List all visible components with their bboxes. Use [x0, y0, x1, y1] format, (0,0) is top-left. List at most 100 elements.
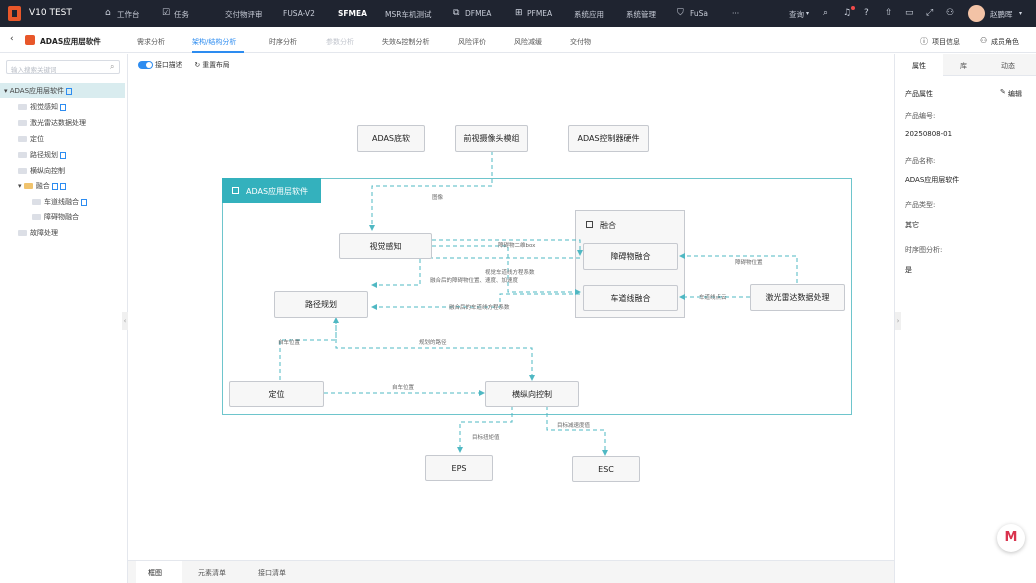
collapse-right-handle[interactable]: ›	[895, 312, 901, 330]
assistant-icon[interactable]: M	[997, 524, 1025, 552]
nav-msr[interactable]: MSR车机测试	[385, 10, 432, 19]
product-logo-icon	[25, 35, 35, 45]
active-right-tab-bg	[895, 54, 943, 76]
node-lane-fusion[interactable]: 车道线融合	[583, 285, 678, 311]
edit-icon[interactable]: ✎	[1000, 88, 1006, 96]
edge-steer	[457, 406, 513, 453]
tree-item-lane-fusion[interactable]: 车道线融合	[0, 194, 125, 209]
tab-architecture[interactable]: 架构/结构分析	[192, 38, 237, 46]
nav-workbench[interactable]: 工作台	[117, 10, 140, 19]
app-logo-icon[interactable]	[8, 6, 21, 21]
nav-system-app[interactable]: 系统应用	[574, 10, 604, 19]
search-icon[interactable]: ⌕	[110, 62, 115, 71]
component-tag-icon	[18, 104, 27, 110]
tab-deliverables[interactable]: 交付物	[570, 38, 591, 46]
node-localization[interactable]: 定位	[229, 381, 324, 407]
tree-item-adas[interactable]: ▾ ADAS应用层软件	[0, 83, 125, 98]
node-eps[interactable]: EPS	[425, 455, 493, 481]
tab-block-diagram[interactable]: 框图	[148, 569, 162, 577]
tree-item-obstacle-fusion[interactable]: 障碍物融合	[0, 209, 125, 224]
tab-properties[interactable]: 属性	[912, 62, 926, 70]
group-header[interactable]: ADAS应用层软件	[222, 178, 321, 203]
tree-item-vision[interactable]: 视觉感知	[0, 99, 125, 114]
nav-dfmea[interactable]: DFMEA	[465, 9, 492, 18]
tab-requirements[interactable]: 需求分析	[137, 38, 165, 46]
tree-item-fault[interactable]: 故障处理	[0, 225, 125, 240]
nav-pfmea[interactable]: PFMEA	[527, 9, 553, 18]
section-title: 产品属性	[905, 90, 933, 98]
component-tag-icon	[32, 214, 41, 220]
collapse-left-handle[interactable]: ‹	[122, 312, 128, 330]
group-adas[interactable]	[222, 178, 852, 415]
nav-sfmea[interactable]: SFMEA	[338, 9, 367, 18]
collapse-icon[interactable]: ▾	[18, 182, 24, 190]
edge-obs-fused	[371, 257, 580, 288]
tab-risk-eval[interactable]: 风险评价	[458, 38, 486, 46]
file-icon	[60, 151, 66, 159]
edge-lane-coef	[432, 245, 581, 295]
project-info-button[interactable]: 项目信息	[932, 38, 960, 46]
members-button[interactable]: 成员角色	[991, 38, 1019, 46]
query-dropdown[interactable]: 查询	[789, 10, 804, 19]
user-name[interactable]: 赵鹏晖	[990, 10, 1013, 19]
node-adas-ctrl-hw[interactable]: ADAS控制器硬件	[568, 125, 649, 152]
tab-library[interactable]: 库	[960, 62, 967, 70]
edge-planned	[335, 318, 535, 381]
fullscreen-icon[interactable]: ⤢	[926, 8, 934, 18]
tab-failure-control[interactable]: 失效&控制分析	[382, 38, 430, 46]
node-path-plan[interactable]: 路径规划	[274, 291, 368, 318]
edit-button[interactable]: 编辑	[1008, 90, 1022, 98]
home-icon: ⌂	[105, 8, 111, 18]
monitor-icon[interactable]: ▭	[905, 8, 914, 18]
user-switch-icon[interactable]: ⚇	[946, 8, 955, 18]
tree-item-localization[interactable]: 定位	[0, 131, 125, 146]
node-vision[interactable]: 视觉感知	[339, 233, 432, 259]
nav-deliverable-review[interactable]: 交付物评审	[225, 10, 263, 19]
tree-label: 故障处理	[30, 229, 58, 237]
node-lidar[interactable]: 激光雷达数据处理	[750, 284, 845, 311]
chevron-down-icon: ▾	[806, 10, 810, 17]
collapse-box-icon[interactable]	[586, 221, 593, 228]
avatar[interactable]	[968, 5, 985, 22]
bell-icon[interactable]: ♫	[843, 8, 852, 18]
info-icon: ⓘ	[920, 37, 928, 46]
help-icon[interactable]: ?	[864, 8, 869, 18]
rocket-icon[interactable]: ⇧	[885, 8, 893, 18]
node-adas-base[interactable]: ADAS底软	[357, 125, 425, 152]
collapse-box-icon[interactable]	[232, 187, 239, 194]
edge-label: 自车位置	[392, 385, 415, 391]
tree-item-lidar[interactable]: 激光雷达数据处理	[0, 115, 125, 130]
prop-value: 20250808-01	[905, 130, 953, 138]
tree-label: 车道线融合	[44, 198, 79, 206]
tab-activity[interactable]: 动态	[1001, 62, 1015, 70]
nav-more[interactable]: ···	[732, 9, 740, 18]
nav-task[interactable]: 任务	[174, 10, 189, 19]
tab-element-list[interactable]: 元素清单	[198, 569, 226, 577]
tab-risk-mitigation[interactable]: 风险减缓	[514, 38, 542, 46]
tree-item-fusion[interactable]: ▾ 融合	[0, 178, 125, 193]
prop-key: 时序图分析:	[905, 246, 943, 254]
tree-search-input[interactable]: 输入搜索关键词	[6, 60, 120, 74]
node-front-camera[interactable]: 前视摄像头模组	[455, 125, 528, 152]
edge-label: 目标扭矩值	[472, 435, 500, 441]
file-icon	[60, 103, 66, 111]
back-icon[interactable]: ‹	[10, 34, 14, 44]
nav-fusa[interactable]: FuSa	[690, 9, 709, 18]
nav-system-admin[interactable]: 系统管理	[626, 10, 656, 19]
refresh-icon[interactable]: ↻	[194, 61, 201, 69]
top-bar: V10 TEST ⌂ 工作台 ☑ 任务 交付物评审 FUSA-V2 SFMEA …	[0, 0, 1036, 27]
tree-item-control[interactable]: 横纵向控制	[0, 163, 125, 178]
node-esc[interactable]: ESC	[572, 456, 640, 482]
nav-fusa-v2[interactable]: FUSA-V2	[283, 9, 315, 18]
search-icon[interactable]: ⌕	[823, 8, 829, 18]
node-lat-lon-ctrl[interactable]: 横纵向控制	[485, 381, 579, 407]
diagram-toolbar: 接口描述 ↻ 重置布局	[138, 59, 230, 71]
collapse-icon[interactable]: ▾	[4, 87, 10, 95]
interface-toggle[interactable]	[138, 61, 153, 69]
tab-timing[interactable]: 时序分析	[269, 38, 297, 46]
tree-item-path-plan[interactable]: 路径规划	[0, 147, 125, 162]
reset-layout-button[interactable]: 重置布局	[202, 61, 230, 69]
tree-label: 激光雷达数据处理	[30, 119, 86, 127]
tab-interface-list[interactable]: 接口清单	[258, 569, 286, 577]
node-obstacle-fusion[interactable]: 障碍物融合	[583, 243, 678, 270]
